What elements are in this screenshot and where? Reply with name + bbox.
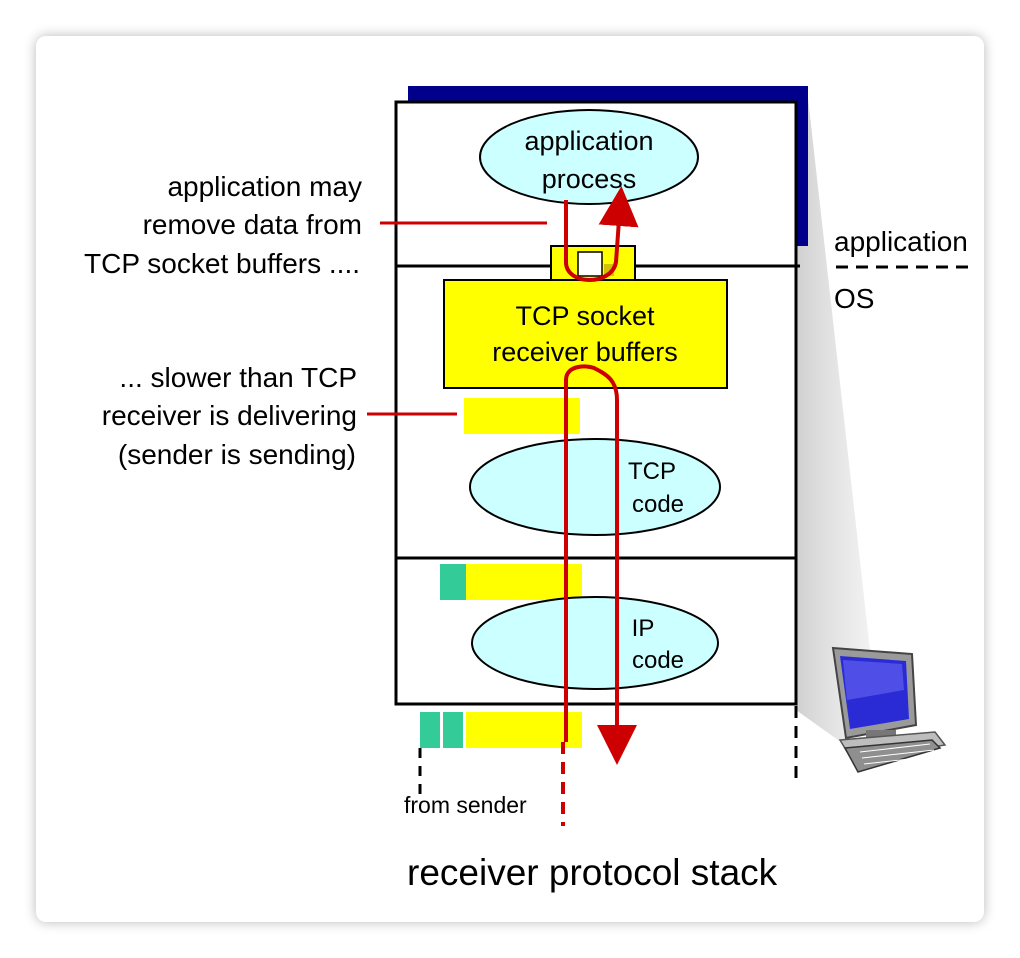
figure-card: application process TCP socket receiver … [36, 36, 984, 922]
zoom-wedge [796, 98, 870, 745]
annotation-remove-line3: TCP socket buffers .... [84, 248, 360, 279]
ip-code-label-line1: IP [632, 615, 655, 642]
annotation-slower-line2: receiver is delivering [102, 400, 357, 431]
tcp-code-ellipse [469, 438, 721, 536]
annotation-slower-line3: (sender is sending) [118, 439, 356, 470]
ip-packet-payload [466, 564, 582, 600]
layer-label-os: OS [834, 283, 874, 314]
from-sender-label: from sender [404, 792, 527, 818]
tcp-socket-label-line1: TCP socket [515, 301, 655, 331]
app-read-loop-arrow [564, 186, 639, 282]
tcp-buffer-segment [464, 398, 580, 434]
ip-packet-header [440, 564, 466, 600]
annotation-remove-line1: application may [167, 171, 362, 202]
application-process-label-line2: process [542, 164, 637, 194]
tcp-socket-buffers-box [443, 279, 728, 389]
application-process-label-line1: application [524, 126, 653, 156]
receiver-protocol-stack-diagram: application process TCP socket receiver … [84, 86, 976, 893]
incoming-packet-header-1 [420, 712, 440, 748]
figure-caption: receiver protocol stack [407, 852, 778, 893]
tcp-code-label-line2: code [632, 491, 684, 518]
tcp-socket-label-line2: receiver buffers [492, 337, 678, 367]
incoming-packet-header-2 [443, 712, 463, 748]
stack-right-bar [796, 86, 808, 246]
layer-label-application: application [834, 226, 968, 257]
desktop-computer-icon [831, 646, 947, 773]
annotation-slower-line1: ... slower than TCP [119, 362, 357, 393]
annotation-remove-line2: remove data from [143, 209, 362, 240]
socket-tab-mark [604, 264, 614, 276]
data-flow-loop-arrow [564, 364, 637, 765]
application-process-ellipse [479, 109, 699, 205]
ip-code-label-line2: code [632, 647, 684, 674]
tcp-code-label-line1: TCP [628, 458, 676, 485]
ip-code-ellipse [471, 596, 719, 690]
socket-tab-white-square [577, 251, 603, 277]
